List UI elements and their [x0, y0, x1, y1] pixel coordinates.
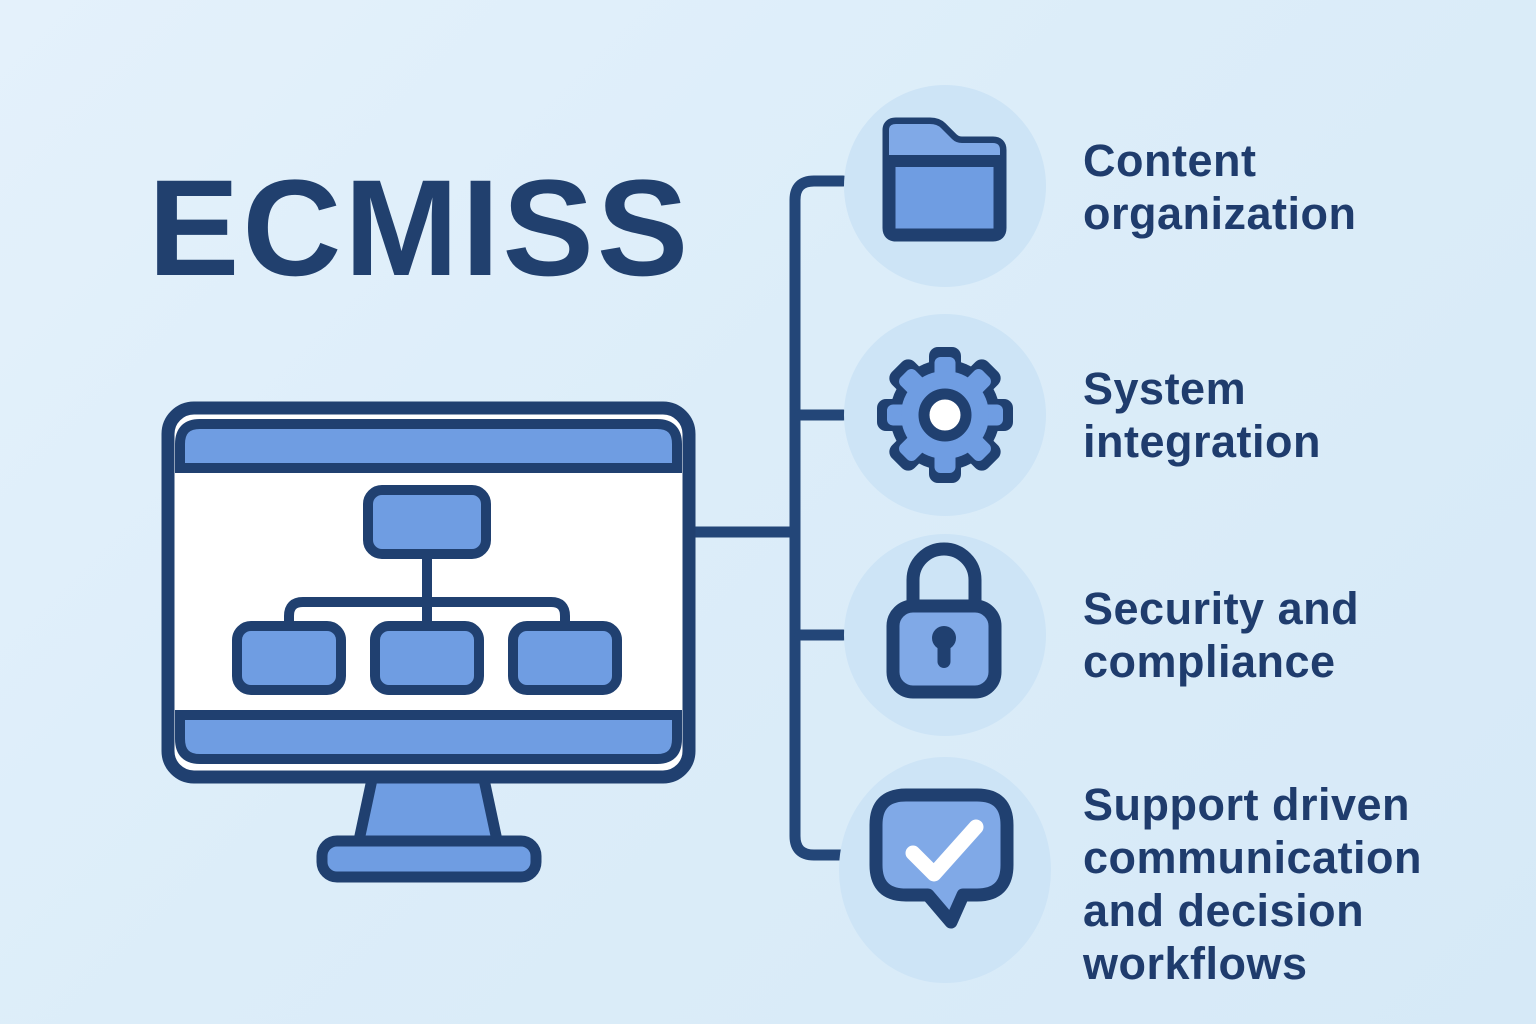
stand-base [316, 835, 542, 883]
feature-label-support: Support driven communication and decisio… [1083, 778, 1422, 990]
folder-icon [882, 117, 1007, 242]
feature-line: Security and [1083, 583, 1360, 634]
org-chart-child-node [370, 621, 484, 695]
feature-line: and decision [1083, 885, 1365, 936]
lock-icon [886, 542, 1002, 699]
feature-line: integration [1083, 416, 1321, 467]
org-chart-parent-node [363, 485, 491, 559]
checkmark [905, 819, 984, 882]
monitor-top-bar [175, 419, 682, 473]
feature-line: organization [1083, 188, 1357, 239]
keyhole [932, 626, 956, 668]
monitor-bottom-bar [175, 710, 682, 764]
connector-tree [683, 175, 849, 861]
connector-spine [789, 175, 849, 861]
feature-label-security: Security and compliance [1083, 582, 1359, 688]
org-chart-child-node [508, 621, 622, 695]
page-title: ECMISS [148, 152, 692, 305]
feature-line: communication [1083, 832, 1423, 883]
feature-line: Support driven [1083, 779, 1411, 830]
org-chart-bus-line [284, 597, 570, 626]
org-chart [232, 485, 622, 695]
feature-line: compliance [1083, 636, 1336, 687]
org-chart-child-node [232, 621, 346, 695]
gear-icon [877, 347, 1013, 483]
feature-line: System [1083, 363, 1247, 414]
feature-label-content: Content organization [1083, 134, 1357, 240]
chat-check-icon [869, 788, 1014, 929]
feature-label-integration: System integration [1083, 362, 1321, 468]
monitor [161, 401, 696, 784]
feature-line: Content [1083, 135, 1257, 186]
feature-line: workflows [1083, 938, 1308, 989]
